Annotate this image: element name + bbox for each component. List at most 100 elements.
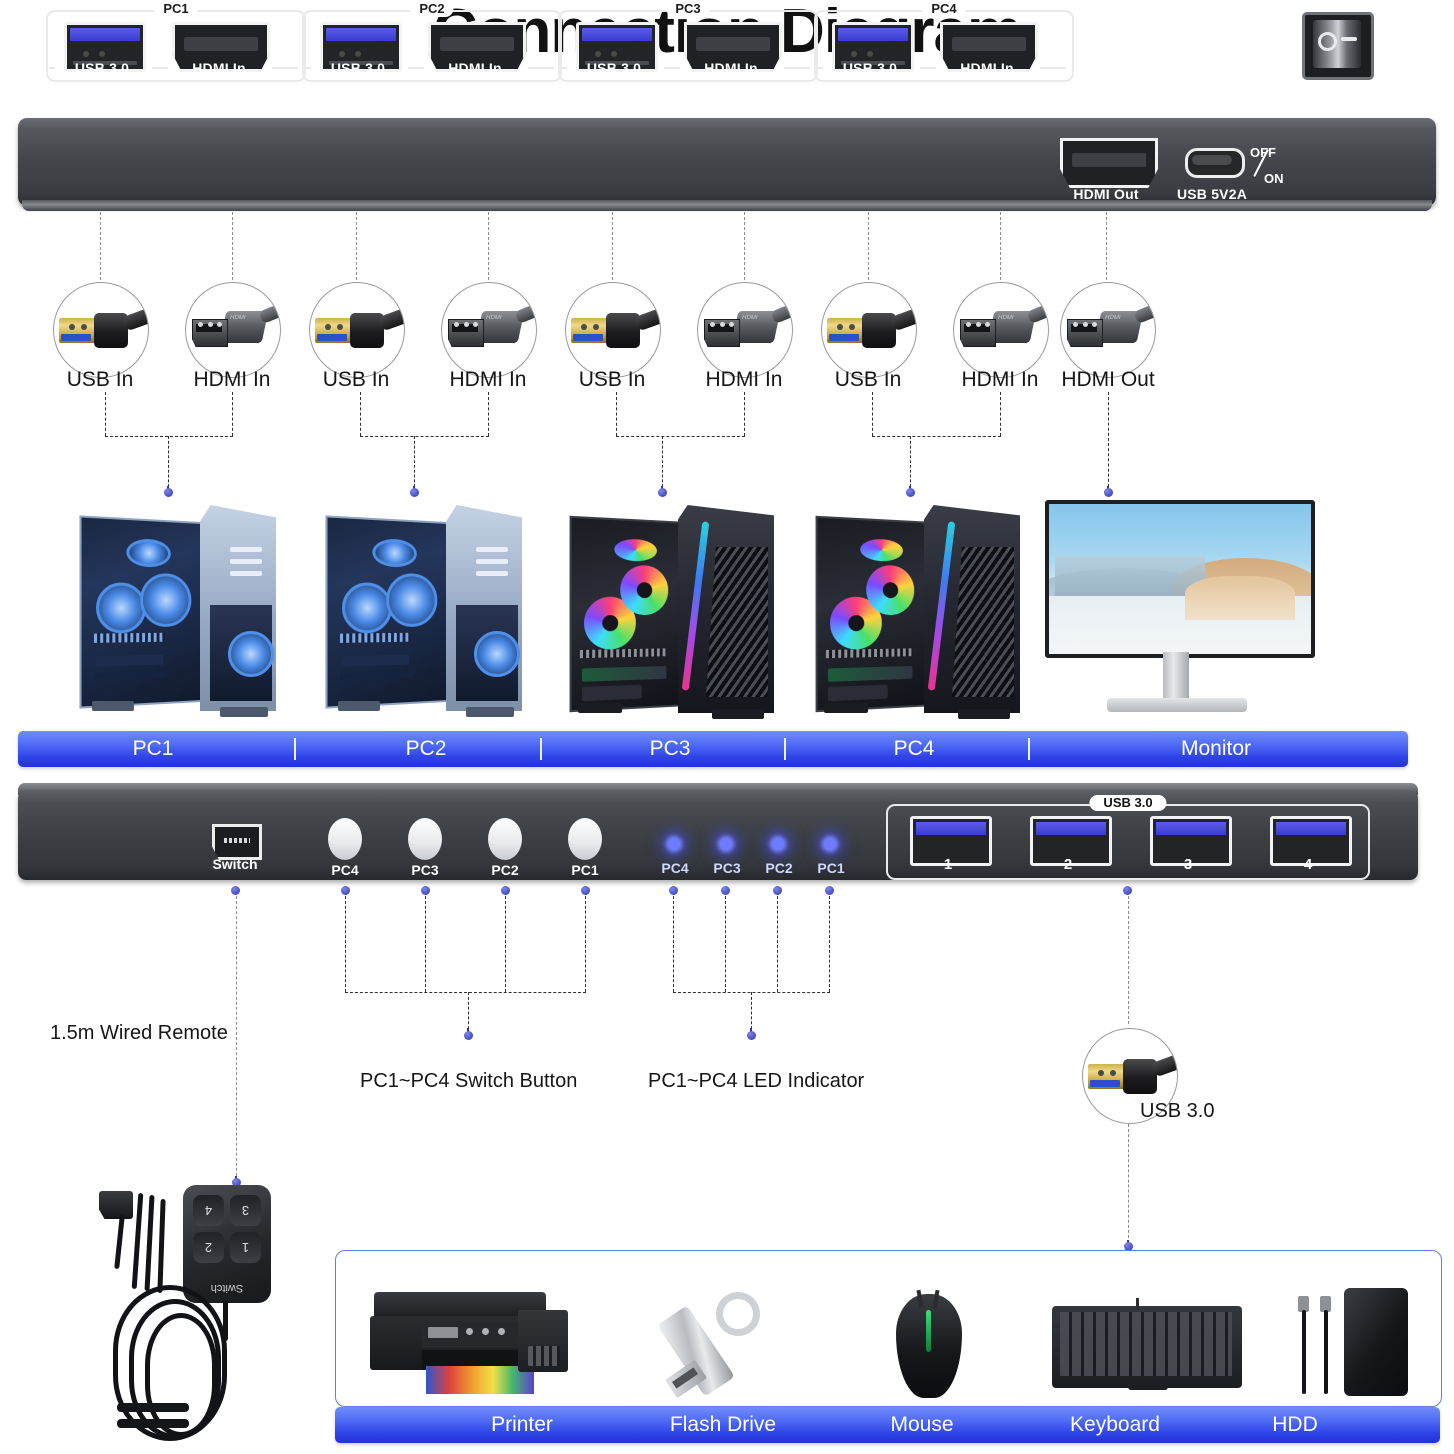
power-off-circle-icon [1318, 32, 1337, 51]
led-indicator-pc3-label: PC3 [698, 860, 756, 876]
pc-tower-4 [816, 505, 1026, 720]
banner-separator [784, 738, 786, 760]
connector-label-usb-in-2: USB In [284, 368, 428, 392]
connection-pin-pc1 [164, 488, 173, 497]
banner-label-monitor: Monitor [1036, 731, 1396, 767]
peripheral-label-hdd: HDD [1225, 1407, 1365, 1443]
switch-button-pc3[interactable] [408, 818, 442, 860]
switch-button-pc4[interactable] [328, 818, 362, 860]
port-group-pc2-tag: PC2 [410, 1, 453, 17]
callout-pin-button-pc4 [341, 886, 350, 895]
pc-tower-2-front-panel [446, 505, 522, 711]
connection-pin-monitor [1104, 488, 1113, 497]
connector-bubble-hdmi-in-4: HDMI [953, 282, 1049, 378]
port-group-pc3: PC3 USB 3.0 HDMI In [558, 10, 818, 82]
hdmi-out-label: HDMI Out [1050, 186, 1162, 202]
usb-hub-port-3-label: 3 [1150, 856, 1226, 873]
monitor-stand-neck [1163, 652, 1189, 700]
switch-button-pc1[interactable] [568, 818, 602, 860]
remote-switch-port[interactable] [212, 824, 262, 860]
banner-separator [294, 738, 296, 760]
switch-button-pc2[interactable] [488, 818, 522, 860]
usb-hub-group: USB 3.0 1 2 3 4 [886, 804, 1370, 880]
remote-switch-port-pins [224, 838, 250, 843]
pc-tower-3 [570, 505, 780, 720]
peripheral-flash-drive [660, 1290, 780, 1400]
usb-a-plug-icon [59, 310, 145, 352]
peripheral-label-printer: Printer [427, 1407, 617, 1443]
connector-label-usb-in-3: USB In [540, 368, 684, 392]
annotation-usb3-cable: USB 3.0 [1140, 1100, 1214, 1123]
banner-label-pc1: PC1 [18, 731, 288, 767]
peripheral-label-mouse: Mouse [835, 1407, 1009, 1443]
connector-bubble-hdmi-in-3: HDMI [697, 282, 793, 378]
pc-tower-4-side-panel [816, 516, 935, 712]
callout-pin-button-pc1 [581, 886, 590, 895]
hdmi-out-port[interactable] [1060, 138, 1158, 188]
remote-button-1[interactable]: 1 [230, 1232, 261, 1263]
connector-bubble-usb-in-4 [821, 282, 917, 378]
banner-label-pc3: PC3 [548, 731, 792, 767]
usb-hub-tag: USB 3.0 [1089, 795, 1166, 811]
callout-pin-led-pc1 [825, 886, 834, 895]
banner-separator [1028, 738, 1030, 760]
led-indicator-pc3 [720, 838, 732, 850]
connector-bubble-usb-in-1 [53, 282, 149, 378]
peripheral-label-flash-drive: Flash Drive [617, 1407, 829, 1443]
led-indicator-pc4 [668, 838, 680, 850]
led-indicator-pc1-label: PC1 [802, 860, 860, 876]
hdmi-plug-icon: HDMI [448, 307, 536, 355]
hdmi-plug-icon: HDMI [960, 307, 1048, 355]
annotation-wired-remote: 1.5m Wired Remote [50, 1022, 228, 1045]
switch-button-pc2-label: PC2 [476, 862, 534, 878]
remote-button-2[interactable]: 2 [193, 1232, 224, 1263]
monitor-screen [1045, 500, 1315, 658]
pc-tower-4-front-panel [924, 505, 1020, 713]
remote-mini-usb-plug-icon [99, 1191, 133, 1219]
callout-pin-usb-hub [1123, 886, 1132, 895]
remote-cable-tie [117, 1403, 189, 1412]
usb3-label-pc2: USB 3.0 [308, 60, 408, 76]
power-rocker-switch[interactable] [1302, 12, 1374, 80]
usb-a-plug-icon [1088, 1056, 1174, 1098]
pc-tower-2 [326, 505, 526, 720]
pc-tower-3-front-panel [678, 505, 774, 713]
peripheral-keyboard [1052, 1298, 1252, 1394]
remote-button-4[interactable]: 4 [193, 1195, 224, 1226]
port-group-pc4: PC4 USB 3.0 HDMI In [814, 10, 1074, 82]
connector-bubble-usb-in-2 [309, 282, 405, 378]
connector-bubble-usb-in-3 [565, 282, 661, 378]
callout-pin-button-pc2 [501, 886, 510, 895]
callout-pin-switch-button-note [464, 1031, 473, 1040]
usb3-label-pc1: USB 3.0 [52, 60, 152, 76]
remote-button-3[interactable]: 3 [230, 1195, 261, 1226]
power-on-dash-icon [1341, 37, 1357, 41]
monitor-stand-base [1107, 698, 1247, 712]
usb-c-power-inner [1192, 155, 1232, 165]
pc-tower-3-side-panel [570, 516, 689, 712]
power-offon-label: OFF ON [1250, 146, 1300, 192]
switch-button-pc1-label: PC1 [556, 862, 614, 878]
remote-cable-tie [117, 1419, 189, 1428]
usb3-label-pc4: USB 3.0 [820, 60, 920, 76]
callout-pin-led-pc3 [721, 886, 730, 895]
hdmi-plug-icon: HDMI [704, 307, 792, 355]
port-group-pc4-tag: PC4 [922, 1, 965, 17]
switch-button-pc4-label: PC4 [316, 862, 374, 878]
led-indicator-pc4-label: PC4 [646, 860, 704, 876]
connector-bubble-hdmi-out: HDMI [1060, 282, 1156, 378]
callout-pin-led-pc2 [773, 886, 782, 895]
hdmi-plug-icon: HDMI [192, 307, 280, 355]
pc-tower-1-front-panel [200, 505, 276, 711]
power-on-text: ON [1264, 172, 1284, 185]
pc-tower-1 [80, 505, 280, 720]
port-group-pc2: PC2 USB 3.0 HDMI In [302, 10, 562, 82]
peripheral-hdd [1290, 1288, 1420, 1400]
hdmi-in-label-pc3: HDMI In [678, 60, 784, 76]
port-group-pc3-tag: PC3 [666, 1, 709, 17]
connector-label-usb-in-4: USB In [796, 368, 940, 392]
switch-button-pc3-label: PC3 [396, 862, 454, 878]
annotation-switch-button: PC1~PC4 Switch Button [360, 1070, 577, 1093]
usb-a-plug-icon [571, 310, 657, 352]
usb-power-label: USB 5V2A [1170, 186, 1254, 202]
